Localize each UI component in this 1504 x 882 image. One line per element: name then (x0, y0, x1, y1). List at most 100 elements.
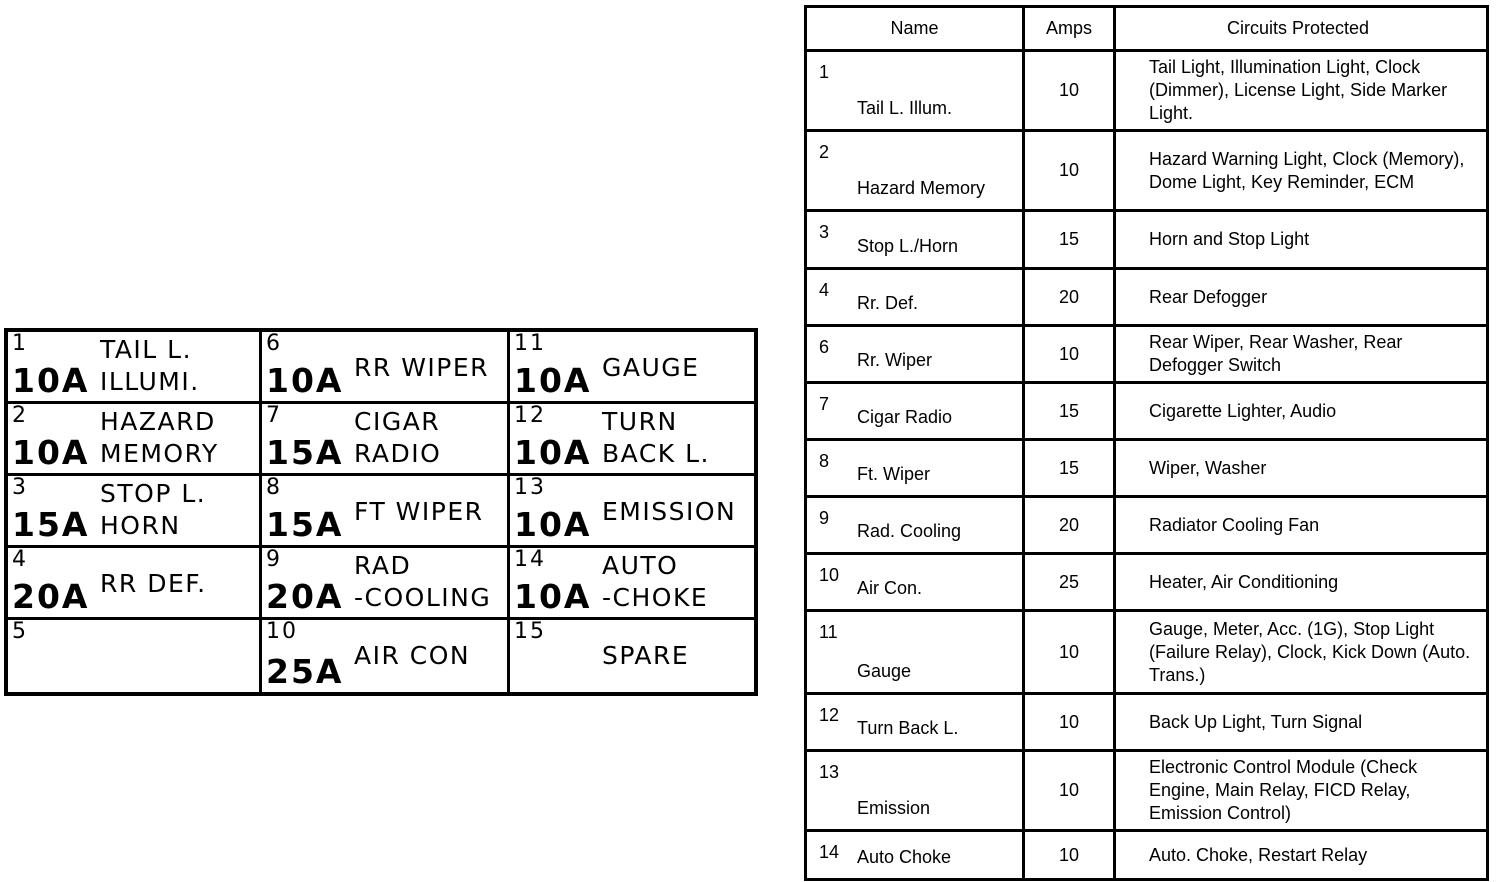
fuse-slot-14: 14 10A AUTO -CHOKE (510, 548, 754, 620)
fuse-label-line1: CIGAR (354, 407, 441, 436)
fuse-number: 4 (12, 548, 28, 572)
fuse-label: GAUGE (602, 353, 700, 382)
row-number: 11 (819, 622, 838, 642)
table-row: 11 Gauge 10 Gauge, Meter, Acc. (1G), Sto… (807, 612, 1486, 695)
fuse-label-line1: TURN (602, 407, 678, 436)
fuse-number: 15 (514, 620, 546, 644)
fuse-label-line2: ILLUMI. (100, 367, 200, 396)
fuse-number: 11 (514, 332, 546, 356)
fuse-name: Cigar Radio (857, 407, 953, 427)
fuse-amps: 15 (1025, 212, 1116, 267)
table-row: 12 Turn Back L. 10 Back Up Light, Turn S… (807, 695, 1486, 752)
fuse-amps: 10 (1025, 695, 1116, 749)
circuits-protected: Heater, Air Conditioning (1149, 571, 1339, 592)
circuits-protected: Tail Light, Illumination Light, Clock (D… (1149, 57, 1448, 123)
circuits-protected: Gauge, Meter, Acc. (1G), Stop Light (Fai… (1149, 618, 1471, 685)
table-row: 8 Ft. Wiper 15 Wiper, Washer (807, 441, 1486, 498)
fuse-rating: 15A (266, 505, 344, 544)
fuse-label: RR WIPER (354, 353, 490, 382)
fuse-number: 6 (266, 332, 282, 356)
fuse-name: Gauge (857, 661, 912, 681)
fuse-slot-13: 13 10A EMISSION (510, 476, 754, 548)
fuse-label: EMISSION (602, 497, 737, 526)
row-number: 1 (819, 62, 830, 82)
row-number: 14 (819, 842, 840, 862)
table-row: 2 Hazard Memory 10 Hazard Warning Light,… (807, 132, 1486, 212)
circuits-protected: Back Up Light, Turn Signal (1149, 711, 1363, 732)
row-number: 7 (819, 394, 830, 414)
fuse-rating: 10A (514, 433, 592, 472)
table-row: 6 Rr. Wiper 10 Rear Wiper, Rear Washer, … (807, 327, 1486, 384)
table-row: 7 Cigar Radio 15 Cigarette Lighter, Audi… (807, 384, 1486, 441)
column-header-name: Name (807, 8, 1025, 49)
fuse-name: Emission (857, 798, 931, 818)
table-row: 3 Stop L./Horn 15 Horn and Stop Light (807, 212, 1486, 270)
circuits-protected: Auto. Choke, Restart Relay (1149, 844, 1368, 865)
fuse-number: 7 (266, 404, 282, 428)
fuse-rating: 10A (514, 577, 592, 616)
fuse-slot-7: 7 15A CIGAR RADIO (262, 404, 510, 476)
circuits-protected: Horn and Stop Light (1149, 229, 1310, 249)
circuits-protected: Radiator Cooling Fan (1149, 514, 1320, 535)
fuse-label: RR DEF. (100, 569, 207, 598)
fuse-name: Auto Choke (857, 847, 952, 867)
fuse-label-line2: RADIO (354, 439, 442, 468)
fuse-amps: 10 (1025, 132, 1116, 209)
fuse-slot-8: 8 15A FT WIPER (262, 476, 510, 548)
row-number: 2 (819, 142, 830, 162)
fuse-name: Rr. Wiper (857, 350, 933, 370)
fuse-slot-1: 1 10A TAIL L. ILLUMI. (8, 332, 262, 404)
fuse-slot-10: 10 25A AIR CON (262, 620, 510, 692)
fuse-slot-2: 2 10A HAZARD MEMORY (8, 404, 262, 476)
fuse-name: Stop L./Horn (857, 236, 959, 256)
fuse-label: AIR CON (354, 641, 471, 670)
fuse-name: Tail L. Illum. (857, 98, 953, 118)
fuse-amps: 10 (1025, 327, 1116, 381)
column-header-amps: Amps (1025, 8, 1116, 49)
circuits-protected: Wiper, Washer (1149, 457, 1267, 478)
table-row: 4 Rr. Def. 20 Rear Defogger (807, 270, 1486, 327)
circuits-protected: Electronic Control Module (Check Engine,… (1149, 757, 1418, 823)
circuits-protected: Cigarette Lighter, Audio (1149, 400, 1337, 421)
fuse-rating: 25A (266, 652, 344, 691)
fuse-name: Turn Back L. (857, 718, 959, 738)
fuse-name: Ft. Wiper (857, 464, 931, 484)
circuits-protected: Rear Wiper, Rear Washer, Rear Defogger S… (1149, 332, 1403, 375)
fuse-name: Rr. Def. (857, 293, 919, 313)
fuse-number: 13 (514, 476, 546, 500)
fuse-label-line2: -COOLING (354, 583, 492, 612)
fuse-number: 14 (514, 548, 546, 572)
fuse-number: 8 (266, 476, 282, 500)
fuse-box-diagram: 1 10A TAIL L. ILLUMI. 6 10A RR WIPER 11 … (4, 328, 758, 696)
fuse-number: 5 (12, 620, 28, 644)
table-row: 10 Air Con. 25 Heater, Air Conditioning (807, 555, 1486, 612)
fuse-rating: 15A (266, 433, 344, 472)
fuse-slot-5: 5 (8, 620, 262, 692)
row-number: 10 (819, 565, 840, 585)
fuse-label-line1: TAIL L. (100, 335, 193, 364)
fuse-amps: 10 (1025, 52, 1116, 129)
fuse-number: 2 (12, 404, 28, 428)
fuse-slot-4: 4 20A RR DEF. (8, 548, 262, 620)
row-number: 12 (819, 705, 840, 725)
table-header-row: Name Amps Circuits Protected (807, 8, 1486, 52)
fuse-label-line1: AUTO (602, 551, 679, 580)
row-number: 3 (819, 222, 830, 242)
fuse-slot-15: 15 SPARE (510, 620, 754, 692)
fuse-slot-6: 6 10A RR WIPER (262, 332, 510, 404)
circuits-protected: Rear Defogger (1149, 286, 1268, 307)
fuse-number: 12 (514, 404, 546, 428)
fuse-rating: 10A (266, 361, 344, 400)
fuse-slot-3: 3 15A STOP L. HORN (8, 476, 262, 548)
fuse-label: FT WIPER (354, 497, 484, 526)
column-header-circuits: Circuits Protected (1226, 18, 1370, 38)
fuse-rating: 20A (266, 577, 344, 616)
fuse-amps: 25 (1025, 555, 1116, 609)
fuse-slot-12: 12 10A TURN BACK L. (510, 404, 754, 476)
table-row: 13 Emission 10 Electronic Control Module… (807, 752, 1486, 832)
fuse-rating: 15A (12, 505, 90, 544)
table-row: 1 Tail L. Illum. 10 Tail Light, Illumina… (807, 52, 1486, 132)
fuse-amps: 10 (1025, 612, 1116, 692)
fuse-amps: 10 (1025, 832, 1116, 878)
circuits-protected: Hazard Warning Light, Clock (Memory), Do… (1149, 148, 1465, 192)
